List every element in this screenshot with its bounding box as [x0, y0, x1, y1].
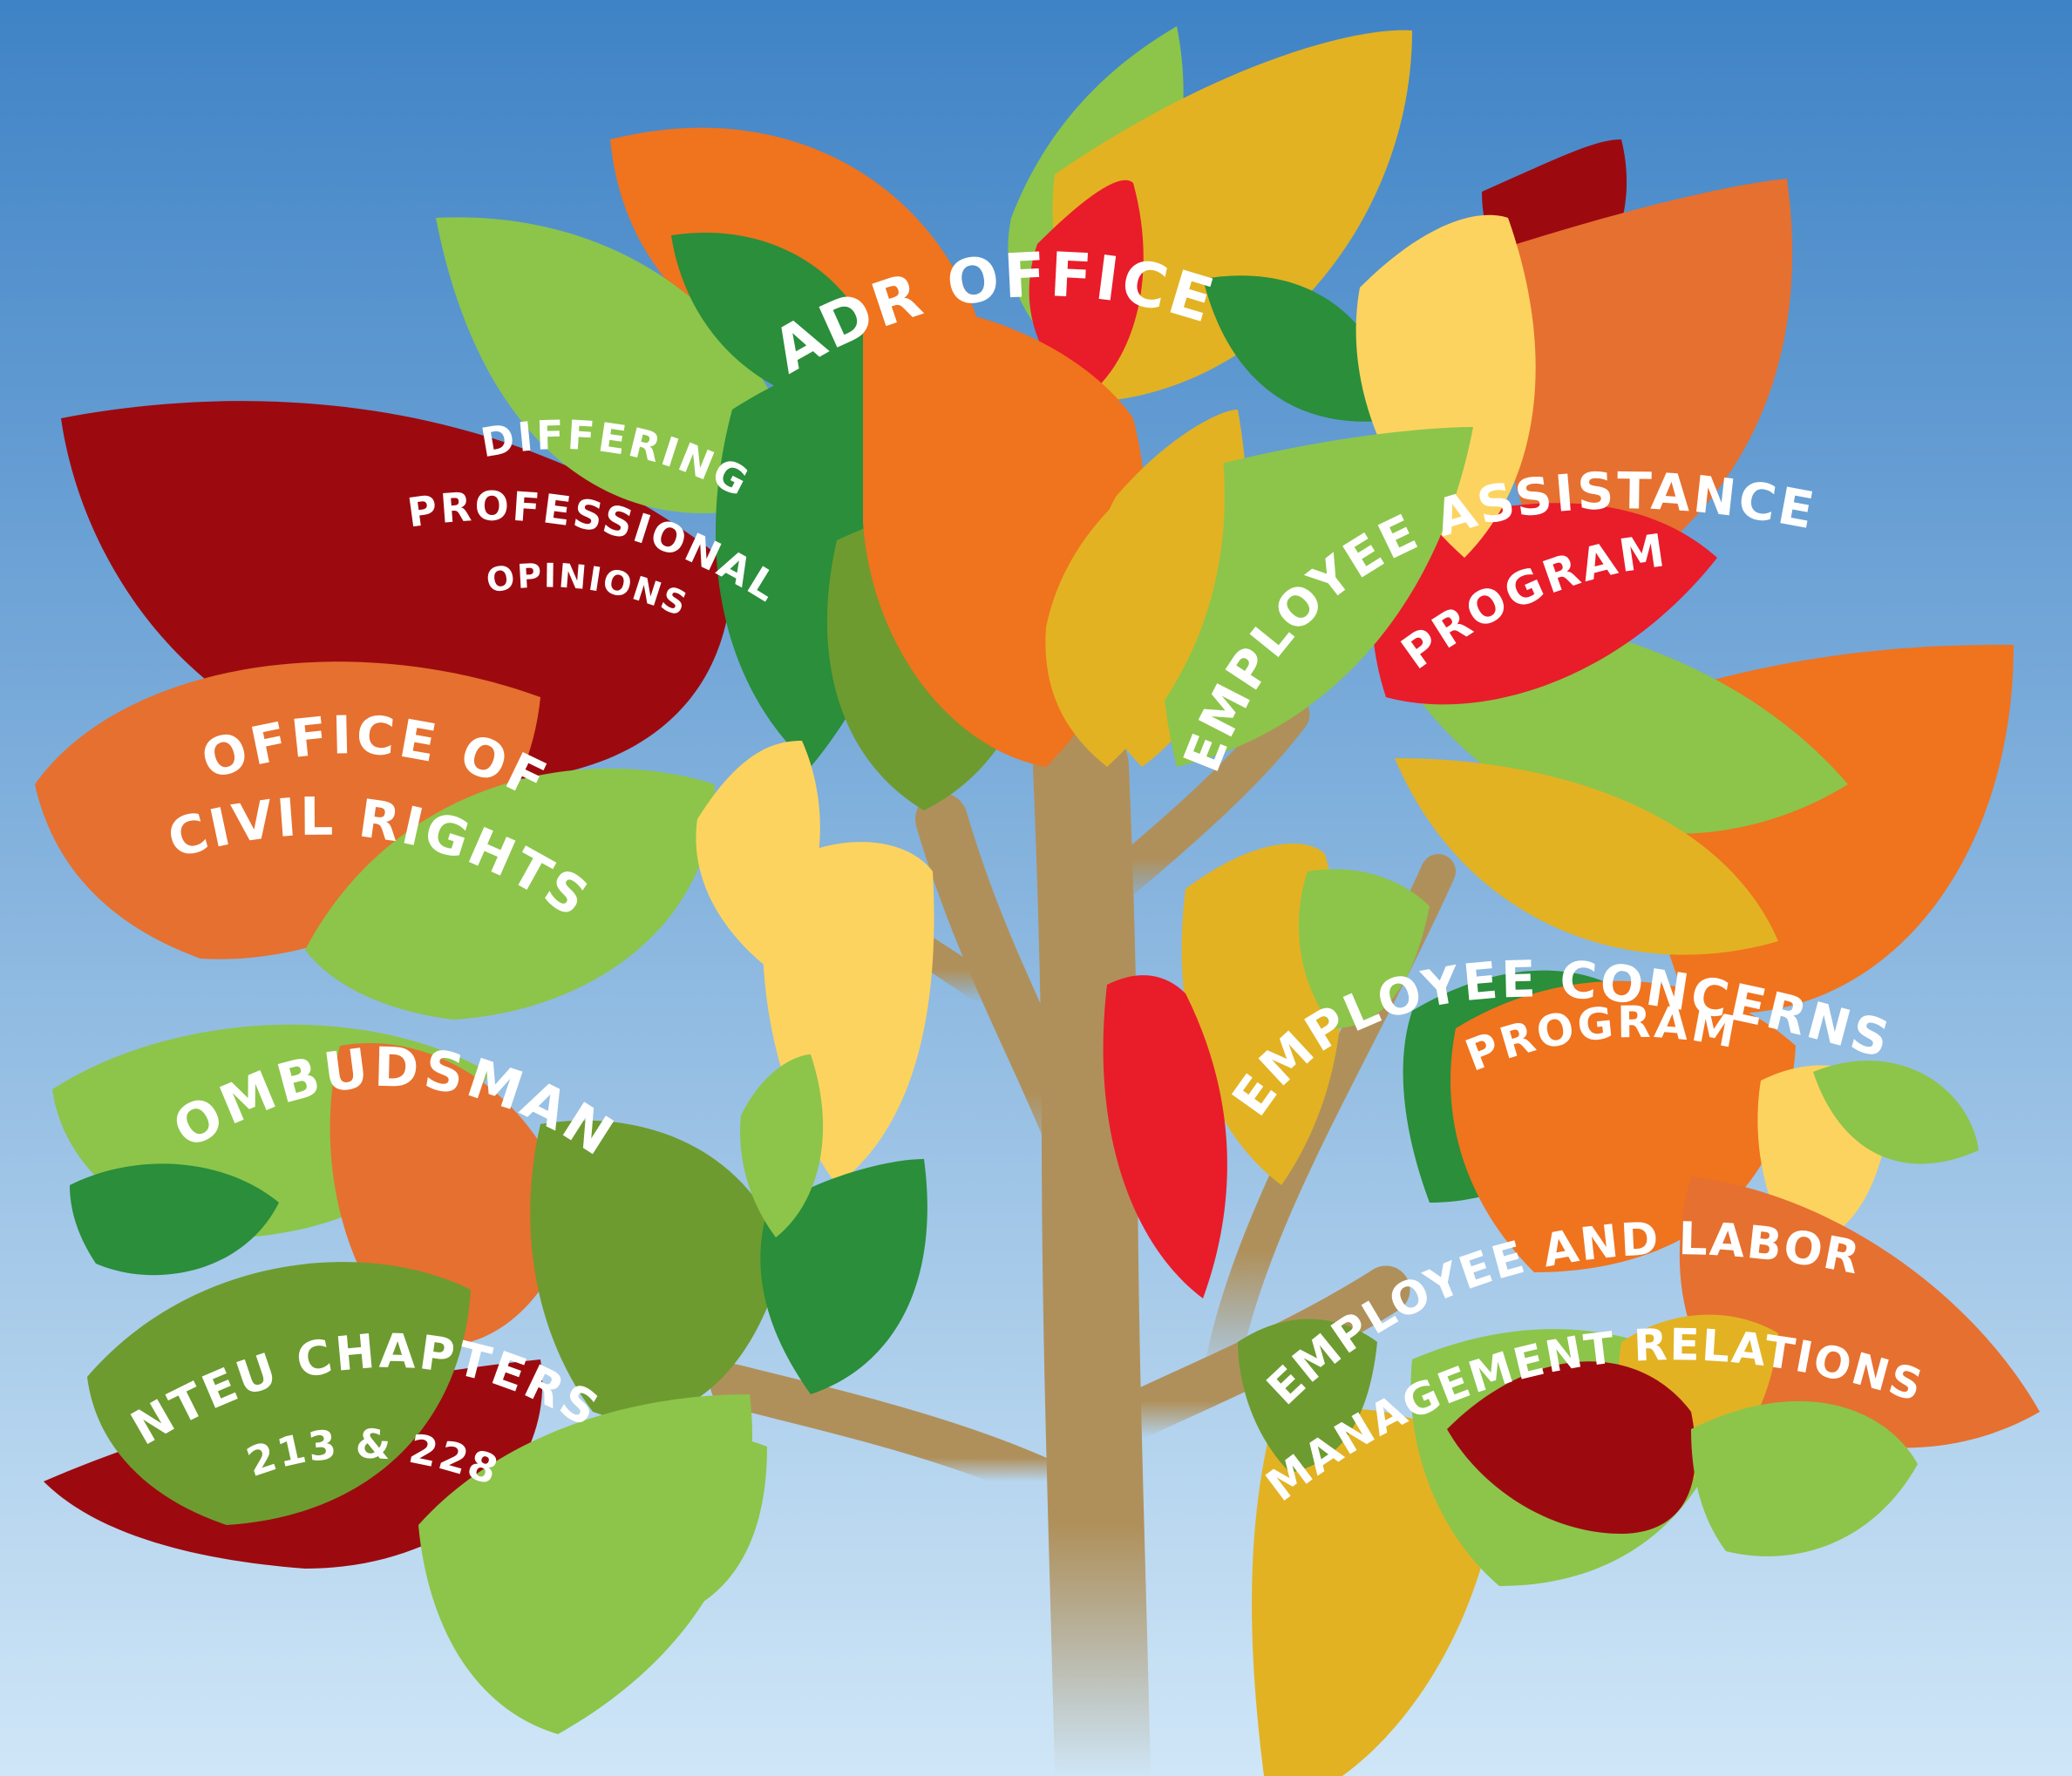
leaf [1395, 758, 1778, 955]
leaf [305, 768, 715, 1020]
leaf [1499, 179, 1793, 610]
leaf-cluster-lower-left [44, 1024, 927, 1734]
leaf [1447, 1361, 1696, 1534]
leaf [1052, 30, 1412, 401]
leaf [610, 1434, 767, 1621]
leaf [530, 1120, 785, 1420]
leaf-cluster-middle [35, 180, 1979, 1298]
leaf [436, 217, 811, 513]
top-banner-edge [0, 0, 2072, 12]
leaf [1161, 427, 1473, 767]
leaf [1691, 1400, 1918, 1556]
leaf [1371, 503, 1717, 705]
leaf [1299, 869, 1430, 1028]
leaf [740, 1054, 824, 1237]
leaf [87, 1262, 471, 1525]
leaf [1203, 275, 1403, 422]
leaf [1103, 975, 1227, 1298]
leaf [1045, 436, 1225, 767]
tree-trunk [710, 695, 1456, 1776]
leaf [1238, 1318, 1377, 1473]
leaf [760, 1159, 927, 1394]
leaf [1029, 180, 1144, 401]
leaf-cluster-lower-right [1238, 1176, 2040, 1776]
leaf [70, 1163, 279, 1276]
leaf [1813, 1061, 1979, 1164]
